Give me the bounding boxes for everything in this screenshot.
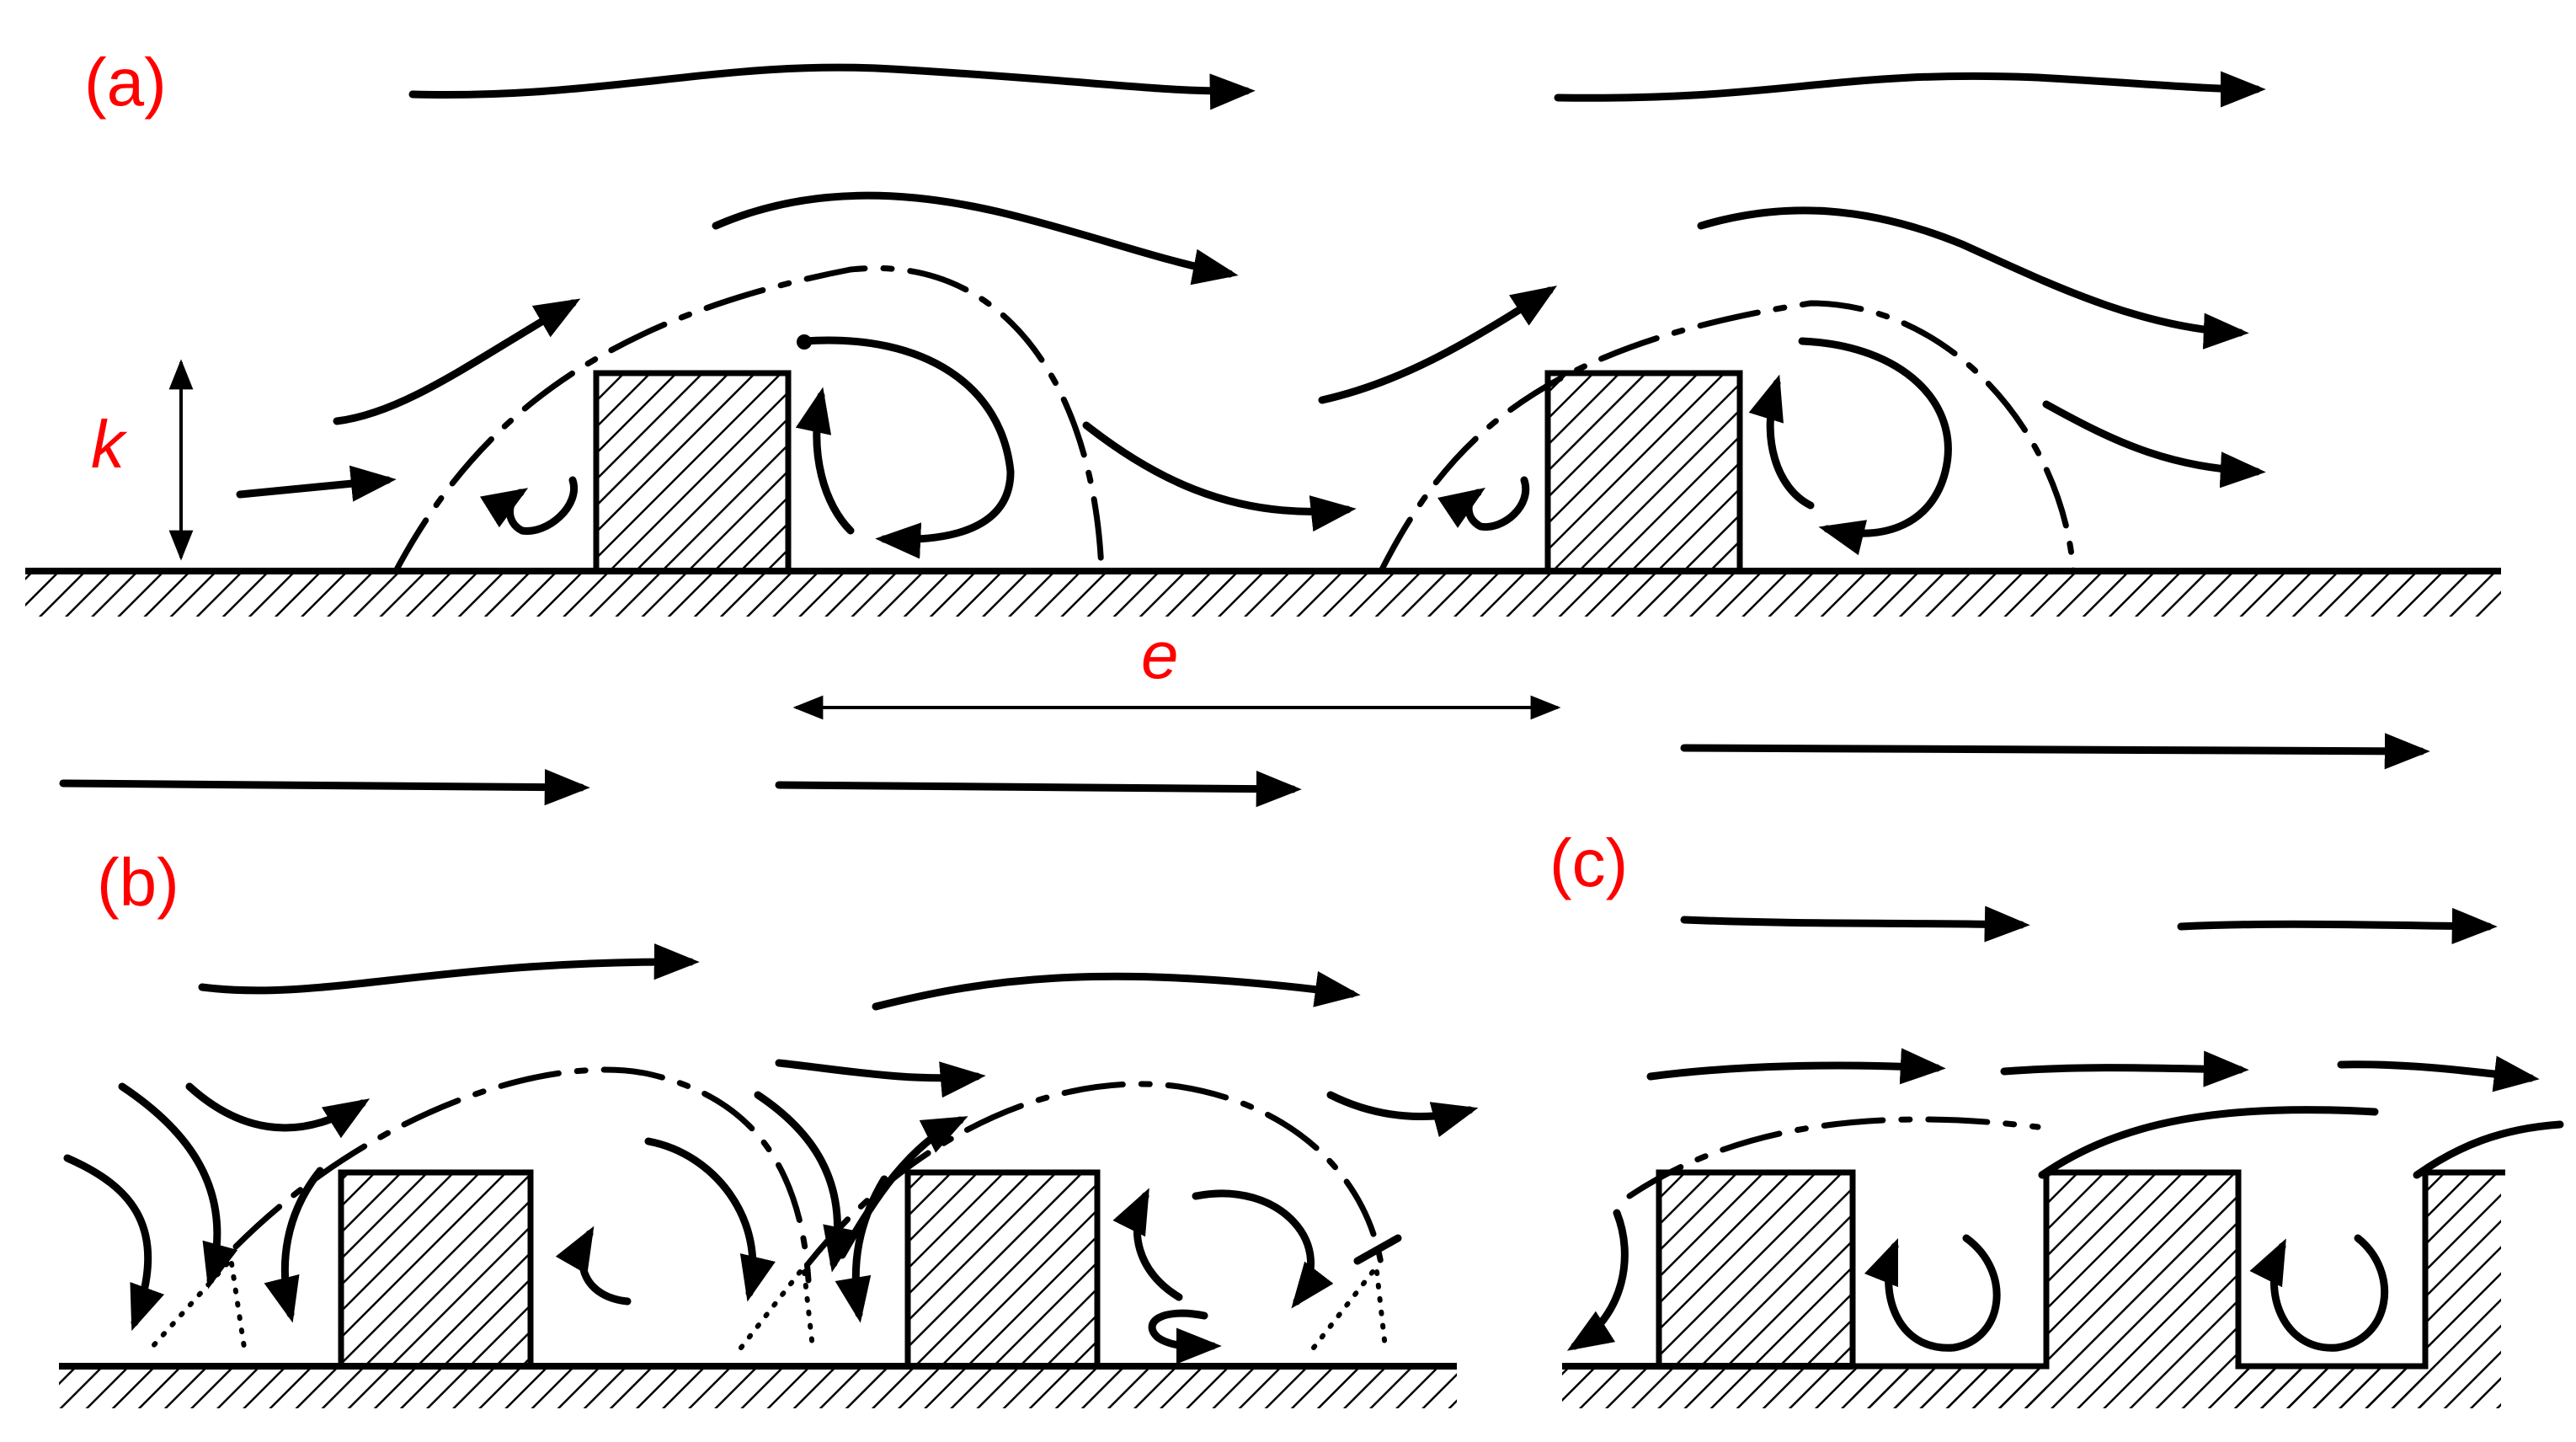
streamline-arrow: [118, 1082, 238, 1290]
streamline-arrow: [198, 943, 700, 995]
ground-hatch: [59, 1366, 1457, 1408]
panel-c-label: (c): [1549, 825, 1628, 900]
panel-c: (c): [1549, 733, 2564, 1408]
streamline-arrow: [236, 465, 397, 502]
streamline-arrow: [1566, 1209, 1629, 1351]
streamline-arrow: [264, 1167, 324, 1323]
roughness-block-1: [1659, 1172, 1853, 1366]
streamline-arrow: [2000, 1050, 2249, 1087]
corner-vortex-arrow: [1437, 476, 1530, 531]
recirculation-arrow: [1748, 374, 1815, 510]
grooved-wall-outline: [1562, 1169, 2505, 1370]
recirculation-arrow: [1798, 337, 1952, 556]
streamline-arrow: [1680, 733, 2430, 770]
streamline-arrow: [838, 1116, 968, 1259]
streamline-arrow: [1326, 1091, 1479, 1137]
recirculation-arrow: [800, 336, 1015, 559]
streamline-arrow: [775, 1059, 986, 1098]
shear-layer-line: [2038, 1106, 2379, 1179]
dimension-k-label: k: [91, 407, 128, 482]
dimension-e: e: [792, 617, 1561, 720]
shear-layer-line: [805, 1081, 1384, 1267]
dotted-separation-line: [149, 1261, 230, 1350]
shear-layer-line: [392, 265, 1105, 574]
streamline-arrow: [59, 769, 590, 806]
corner-vortex-arrow: [479, 476, 579, 535]
shear-layer-line: [1378, 300, 2077, 574]
streamline-arrow: [2042, 400, 2266, 489]
recirculation-arrow: [1148, 1309, 1222, 1365]
ground-hatch: [25, 571, 2501, 617]
streamline-arrow: [1554, 71, 2266, 108]
streamline-arrow: [754, 1091, 859, 1273]
streamline-stub: [1353, 1234, 1402, 1265]
panel-b-label: (b): [97, 845, 179, 920]
recirculation-arrow: [644, 1137, 776, 1302]
streamline-arrow: [185, 1082, 371, 1139]
dimension-e-label: e: [1141, 617, 1179, 692]
panel-b: (b): [59, 769, 1479, 1408]
roughness-block-2: [904, 1169, 1101, 1370]
streamline-arrow: [333, 298, 581, 425]
separation-point: [797, 334, 812, 350]
streamline-arrow: [2337, 1055, 2540, 1092]
dotted-separation-line: [1374, 1269, 1388, 1350]
shear-layer-line: [2413, 1120, 2564, 1179]
panel-a: (a): [25, 45, 2501, 720]
streamline-arrow: [775, 771, 1302, 808]
roughness-block-2: [1544, 370, 1743, 574]
panel-a-ground: [25, 568, 2501, 617]
streamline-arrow: [1318, 286, 1558, 404]
dotted-separation-line: [802, 1269, 815, 1350]
dotted-separation-line: [1311, 1269, 1375, 1350]
streamline-arrow: [1646, 1048, 1946, 1085]
streamline-arrow: [408, 63, 1256, 110]
shear-layer-line: [232, 1066, 812, 1284]
roughness-block-2: [2046, 1172, 2238, 1366]
roughness-block-1: [593, 370, 792, 574]
recirculation-arrow: [795, 387, 855, 535]
cavity-vortex-arrow: [2249, 1234, 2389, 1352]
recirculation-arrow: [555, 1226, 632, 1306]
streamline-arrow: [2177, 907, 2498, 945]
streamline-arrow: [63, 1154, 165, 1332]
streamline-arrow: [1680, 905, 2030, 943]
recirculation-arrow: [1112, 1188, 1183, 1301]
panel-a-label: (a): [84, 45, 167, 120]
streamline-arrow: [1082, 421, 1357, 532]
roughness-block-3: [2425, 1172, 2501, 1366]
shear-layer-line: [1626, 1116, 2041, 1199]
dimension-k: k: [91, 359, 194, 561]
panel-b-ground: [59, 1363, 1457, 1408]
cavity-vortex-arrow: [1864, 1234, 2001, 1352]
streamline-arrow: [712, 191, 1239, 286]
dotted-separation-line: [739, 1269, 803, 1350]
streamline-arrow: [872, 970, 1361, 1011]
streamline-arrow: [1697, 206, 2249, 350]
dotted-separation-line: [229, 1261, 247, 1350]
recirculation-arrow: [1192, 1189, 1334, 1309]
roughness-block-1: [338, 1169, 534, 1370]
